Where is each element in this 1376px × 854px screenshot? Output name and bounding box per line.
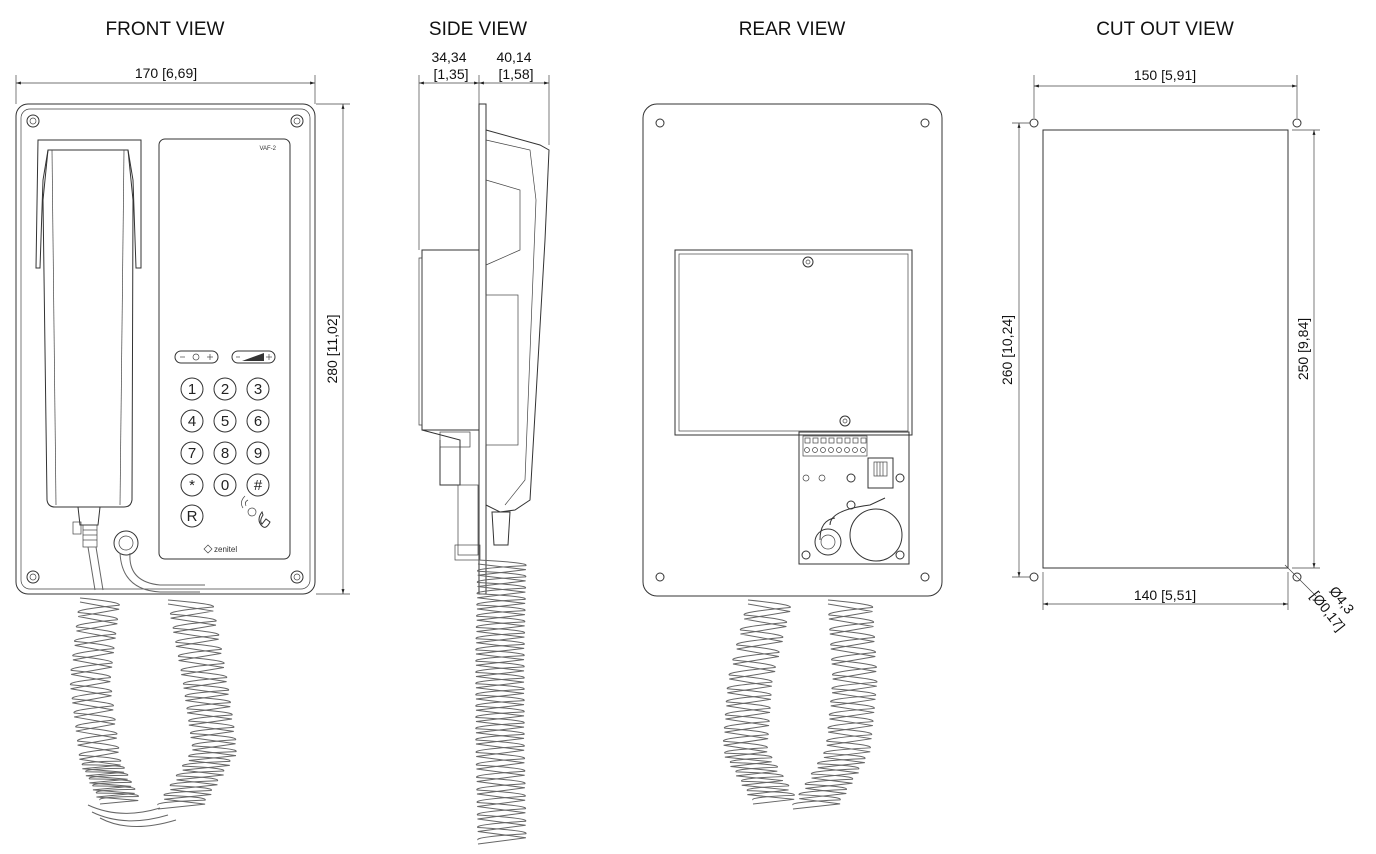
model-label: VAF-2 bbox=[259, 146, 276, 152]
cutout-view-title: CUT OUT VIEW bbox=[1096, 19, 1234, 40]
key-11[interactable] bbox=[246, 473, 270, 497]
mounting-hole-icon bbox=[1029, 118, 1302, 582]
coiled-cord-rear-right bbox=[792, 599, 878, 810]
side-depth-2-in: [1,58] bbox=[498, 66, 533, 82]
key-label: 4 bbox=[188, 413, 196, 430]
key-label: 3 bbox=[254, 381, 262, 398]
key-5[interactable] bbox=[246, 409, 270, 433]
coiled-cord-rear-left bbox=[723, 599, 795, 805]
svg-text:zenitel: zenitel bbox=[214, 545, 237, 554]
key-label: 1 bbox=[188, 381, 196, 398]
r-key-label: R bbox=[187, 508, 198, 525]
coiled-cord-left bbox=[70, 597, 139, 805]
keypad: 1 2 3 4 5 6 7 8 9 * 0 # bbox=[180, 377, 270, 497]
rj-connector-icon bbox=[867, 457, 894, 489]
cut-hole-spacing-height: 260 [10,24] bbox=[999, 315, 1015, 385]
key-6[interactable] bbox=[180, 441, 204, 465]
handset-front bbox=[35, 139, 142, 548]
coiled-cord-right bbox=[157, 599, 237, 810]
cutout-view: 150 [5,91] 260 [10,24] 250 [9,84] 140 [5… bbox=[999, 67, 1358, 634]
side-depth-1-in: [1,35] bbox=[433, 66, 468, 82]
key-7[interactable] bbox=[213, 441, 237, 465]
r-key[interactable] bbox=[180, 504, 204, 528]
key-label: 9 bbox=[254, 445, 262, 462]
cord-grommet-icon bbox=[113, 530, 139, 556]
rear-view bbox=[642, 103, 943, 810]
side-view-title: SIDE VIEW bbox=[429, 19, 527, 40]
key-label: 2 bbox=[221, 381, 229, 398]
volume-control-icon[interactable] bbox=[231, 350, 276, 364]
key-label: 8 bbox=[221, 445, 229, 462]
cut-hole-spacing-width: 150 [5,91] bbox=[1134, 67, 1196, 83]
key-1[interactable] bbox=[213, 377, 237, 401]
side-depth-2-mm: 40,14 bbox=[496, 49, 531, 65]
key-8[interactable] bbox=[246, 441, 270, 465]
key-label: * bbox=[189, 477, 195, 494]
key-label: 6 bbox=[254, 413, 262, 430]
key-label: 7 bbox=[188, 445, 196, 462]
cut-width-dimension: 140 [5,51] bbox=[1134, 587, 1196, 603]
front-view: 170 [6,69] 280 [11,02] bbox=[15, 65, 350, 828]
coiled-cord-side bbox=[475, 559, 527, 845]
terminal-block bbox=[802, 435, 868, 457]
cutout-rectangle bbox=[1042, 129, 1289, 569]
key-9[interactable] bbox=[180, 473, 204, 497]
front-height-dimension: 280 [11,02] bbox=[324, 314, 340, 383]
cut-height-dimension: 250 [9,84] bbox=[1295, 318, 1311, 380]
call-button-icon[interactable] bbox=[241, 495, 271, 528]
rear-view-title: REAR VIEW bbox=[739, 19, 846, 40]
key-label: 5 bbox=[221, 413, 229, 430]
side-depth-1-mm: 34,34 bbox=[431, 49, 466, 65]
key-label: 0 bbox=[221, 477, 229, 494]
side-view: 34,34 [1,35] 40,14 [1,58] bbox=[418, 49, 550, 845]
key-4[interactable] bbox=[213, 409, 237, 433]
key-label: # bbox=[254, 477, 263, 494]
key-10[interactable] bbox=[213, 473, 237, 497]
key-2[interactable] bbox=[246, 377, 270, 401]
front-view-title: FRONT VIEW bbox=[106, 19, 225, 40]
brightness-control-icon[interactable] bbox=[174, 350, 219, 364]
rear-screw-icon bbox=[655, 118, 930, 582]
key-3[interactable] bbox=[180, 409, 204, 433]
brand-logo: zenitel bbox=[203, 544, 237, 554]
front-screw-icon bbox=[26, 114, 304, 584]
front-width-dimension: 170 [6,69] bbox=[135, 65, 197, 81]
key-0[interactable] bbox=[180, 377, 204, 401]
